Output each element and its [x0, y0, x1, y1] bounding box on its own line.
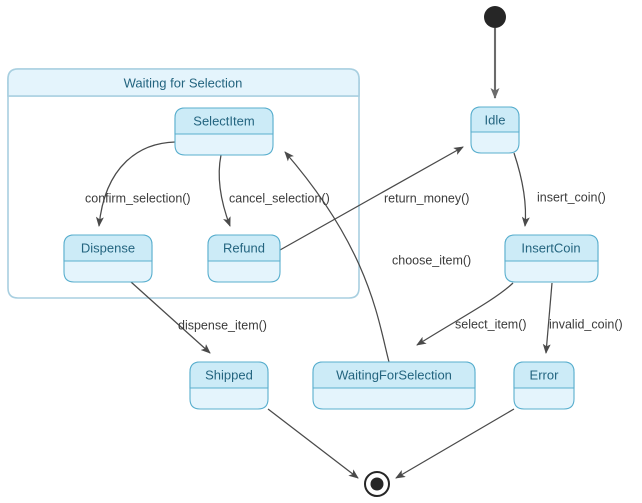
edge-insertcoin-to-error: invalid_coin() [542, 282, 623, 354]
state-idle[interactable]: Idle [470, 106, 520, 154]
edge-insertcoin-to-waitingforselection: select_item() [416, 282, 527, 346]
edge-label-return-money: return_money() [384, 191, 469, 205]
state-label-error: Error [530, 367, 560, 382]
state-select-item[interactable]: SelectItem [174, 107, 274, 156]
edge-selectitem-to-refund: cancel_selection() [218, 154, 330, 227]
final-state-node[interactable] [364, 471, 390, 497]
edge-shipped-to-final [267, 408, 359, 479]
edge-label-cancel-selection: cancel_selection() [229, 191, 330, 205]
initial-state-node[interactable] [484, 6, 506, 28]
composite-state-waiting-for-selection[interactable]: Waiting for Selection [7, 68, 360, 299]
edge-dispense-to-shipped: dispense_item() [130, 281, 267, 354]
edge-label-invalid-coin: invalid_coin() [549, 317, 623, 331]
state-label-select-item: SelectItem [193, 113, 254, 128]
edge-label-choose-item: choose_item() [392, 253, 471, 267]
state-label-shipped: Shipped [205, 367, 253, 382]
edge-idle-to-insertcoin: insert_coin() [513, 152, 606, 227]
state-shipped[interactable]: Shipped [189, 361, 269, 410]
edge-label-dispense-item: dispense_item() [178, 318, 267, 332]
edge-label-confirm-selection: confirm_selection() [85, 191, 191, 205]
edge-label-select-item: select_item() [455, 317, 527, 331]
state-label-idle: Idle [485, 112, 506, 127]
composite-state-label: Waiting for Selection [124, 75, 243, 90]
state-label-insert-coin: InsertCoin [521, 240, 580, 255]
edge-label-insert-coin: insert_coin() [537, 190, 606, 204]
edge-selectitem-to-dispense: confirm_selection() [85, 141, 191, 227]
state-dispense[interactable]: Dispense [63, 234, 153, 283]
state-waiting-for-selection[interactable]: WaitingForSelection [312, 361, 476, 410]
state-refund[interactable]: Refund [207, 234, 281, 283]
edge-waitingforselection-to-selectitem: choose_item() [284, 151, 471, 363]
edge-error-to-final [395, 408, 515, 479]
state-label-refund: Refund [223, 240, 265, 255]
state-label-waiting-for-selection: WaitingForSelection [336, 367, 452, 382]
state-label-dispense: Dispense [81, 240, 135, 255]
state-error[interactable]: Error [513, 361, 575, 410]
edge-refund-to-idle: return_money() [279, 146, 469, 251]
state-insert-coin[interactable]: InsertCoin [504, 234, 599, 283]
